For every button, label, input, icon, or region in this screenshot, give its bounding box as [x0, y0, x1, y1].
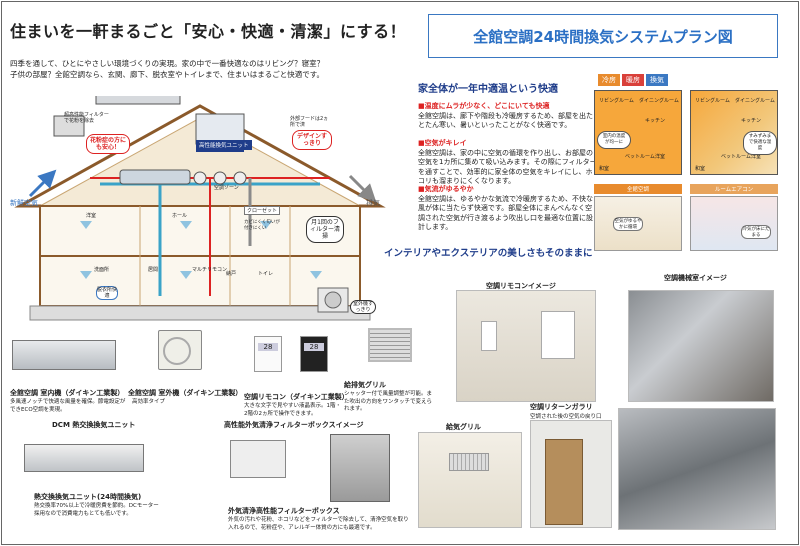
room-label: 洋室: [751, 154, 762, 160]
room-toilet: トイレ: [258, 271, 274, 277]
indoor-unit-name: 全館空調 室内機（ダイキン工業製）: [10, 389, 125, 397]
remote-black: 28: [300, 336, 328, 372]
outdoor-unit-image: [158, 330, 202, 370]
pollen-badge: 花粉症の方にも安心！: [86, 134, 130, 154]
room-storage: 納戸: [226, 271, 237, 277]
dcm-name: 熱交換換気ユニット(24時間換気): [34, 493, 142, 501]
comfort-heading: 家全体が一年中適温という快適: [418, 84, 558, 95]
grille-name: 給排気グリル: [344, 381, 386, 389]
outdoor-unit-desc: 高効率タイプ: [132, 399, 166, 405]
laundry-badge: 脱衣所快適: [96, 286, 118, 300]
intro-text: 四季を通して、ひとにやさしい環境づくりの実現。家の中で一番快適なのはリビング？寝…: [10, 58, 400, 80]
room-label: リビングルーム: [599, 98, 634, 104]
floorplan-central-ac: リビングルーム ダイニングルーム キッチン ベットルーム 洋室 和室 室内の温度…: [594, 90, 682, 175]
closet-label: クローゼット: [244, 206, 281, 215]
uniform-temp-badge: 室内の温度が均一に: [597, 131, 631, 149]
indoor-unit-image: [12, 340, 116, 370]
room3d-note: 空気がゆるやかに循環: [613, 217, 643, 231]
grille-image: [368, 328, 412, 362]
outdoor-unit-name: 全館空調 室外機（ダイキン工業製）: [128, 389, 243, 397]
point-gentle-airflow: ■気流がゆるやか 全館空調は、ゆるやかな気流で冷暖房するため、不快な風が体に当た…: [418, 185, 598, 233]
machine-room-caption: 空調機械室イメージ: [664, 274, 727, 282]
intro-line-1: 四季を通して、ひとにやさしい環境づくりの実現。家の中で一番快適なのはリビング？寝…: [10, 59, 325, 68]
filterbox-image-1: [230, 440, 286, 478]
room-label: 洋室: [655, 154, 666, 160]
indoor-unit-desc: 多風速ノッチで快適な風量を確保。節電設定ができECO空調を実現。: [10, 399, 126, 413]
intro-line-2: 子供の部屋？全館空調なら、玄関、廊下、脱衣室やトイレまで、住まいはまるごと快適で…: [10, 70, 324, 79]
machine-room-photo: [628, 290, 774, 402]
filterbox-name: 外気清浄高性能フィルターボックス: [228, 507, 340, 515]
filterbox-image-2: [330, 434, 390, 502]
house-diagram: [14, 96, 386, 321]
interior-heading: インテリアやエクステリアの美しさもそのままに: [384, 248, 593, 259]
remote-display: 28: [258, 343, 278, 351]
monthly-filter-badge: 月1回のフィルター清掃: [306, 216, 344, 243]
room-washroom: 洗面所: [94, 267, 110, 273]
fresh-air-label: 新鮮空気: [10, 199, 38, 207]
zone-label: 空調ゾーン: [214, 185, 239, 191]
label-room-ac: ルームエアコン: [690, 184, 778, 194]
outdoor-note: 室外機すっきり: [350, 300, 376, 314]
supply-grille-photo: [418, 432, 522, 528]
filter-note: 超高性能フィルターで花粉を除去: [64, 112, 109, 124]
dcm-unit-image: [24, 444, 144, 472]
plan-title-box: 全館空調24時間換気システムプラン図: [428, 14, 778, 58]
remote-label: マルチリモコン: [192, 267, 228, 273]
remote-desc: 大きな文字で見やすい液晶表示。1階・2階の2ヵ所で操作できます。: [244, 403, 342, 417]
dcm-desc: 熱交換率70%以上で冷暖房費を節約。DCモーター採用なので消費電力もとても低いで…: [34, 503, 159, 517]
dcm-heading: DCM 熱交換換気ユニット: [52, 421, 136, 429]
point-body: 全館空調は、ゆるやかな気流で冷暖房するため、不快な風が体に当たらず快適です。部屋…: [418, 194, 593, 232]
point-temperature: ■温度にムラが少なく、どこにいても快適 全館空調は、廊下や階段も冷暖房するため、…: [418, 102, 598, 131]
return-gallery-desc: 空調された後の空気の戻り口: [530, 414, 602, 420]
floorplan-room-ac: リビングルーム ダイニングルーム キッチン ベットルーム 洋室 和室 すみずみま…: [690, 90, 778, 175]
room-label: ダイニングルーム: [639, 98, 679, 104]
plan-title: 全館空調24時間換気システムプラン図: [473, 27, 733, 46]
remote-name: 空調リモコン（ダイキン工業製）: [244, 393, 349, 401]
room-label: ダイニングルーム: [735, 98, 775, 104]
duct-photo: [618, 408, 776, 530]
room-label: ベットルーム: [721, 154, 751, 160]
comfort-badge: すみずみまで快適な温度: [743, 131, 777, 155]
point-title: ■空気がキレイ: [418, 139, 467, 147]
room-label: キッチン: [741, 118, 762, 124]
room-label: ベットルーム: [625, 154, 655, 160]
exhaust-label: 排気: [366, 199, 380, 207]
remote-image-caption: 空調リモコンイメージ: [486, 282, 556, 290]
point-body: 全館空調は、家の中に空気の循環を作り出し、お部屋の空気を1カ所に集めて吸い込みま…: [418, 148, 597, 186]
point-clean-air: ■空気がキレイ 全館空調は、家の中に空気の循環を作り出し、お部屋の空気を1カ所に…: [418, 139, 598, 187]
legend: 冷房 暖房 換気: [598, 74, 668, 86]
hood-note: 外部フードは2ヵ所で済: [290, 116, 329, 128]
remote-display: 28: [304, 343, 324, 351]
page-title: 住まいを一軒まるごと「安心・快適・清潔」にする！: [10, 22, 407, 41]
room-label: キッチン: [645, 118, 666, 124]
filterbox-heading: 高性能外気清浄フィルターボックスイメージ: [224, 421, 364, 429]
grille-desc: シャッター付で風量調整が可能。また吹出の方向をワンタッチで変えられます。: [344, 391, 433, 412]
room-label: 和室: [695, 166, 706, 172]
remote-photo: [456, 290, 596, 402]
return-gallery-photo: [530, 420, 612, 528]
room-label: リビングルーム: [695, 98, 730, 104]
closet-note: カビにくく匂いが付きにくい: [244, 220, 280, 231]
room-western: 洋室: [86, 213, 97, 219]
room-hall: ホール: [172, 213, 188, 219]
legend-cooling: 冷房: [598, 74, 620, 86]
return-gallery-caption: 空調リターンガラリ: [530, 403, 593, 411]
point-title: ■温度にムラが少なく、どこにいても快適: [418, 102, 550, 110]
room-3d-central: 空気がゆるやかに循環: [594, 196, 682, 251]
legend-heating: 暖房: [622, 74, 644, 86]
room3d-note: 冷気が床にたまる: [741, 225, 771, 239]
point-title: ■気流がゆるやか: [418, 185, 474, 193]
label-central-ac: 全館空調: [594, 184, 682, 194]
legend-ventilation: 換気: [646, 74, 668, 86]
point-body: 全館空調は、廊下や階段も冷暖房するため、部屋を出たとたん寒い、暑いといったことが…: [418, 111, 593, 130]
vent-unit-label: 高性能換気ユニット: [196, 140, 252, 150]
filterbox-desc: 外気の汚れや花粉、ホコリなどをフィルターで除去して、清浄空気を取り入れるので、花…: [228, 517, 409, 531]
remote-white: 28: [254, 336, 282, 372]
room-label: 和室: [599, 166, 610, 172]
supply-grille-caption: 給気グリル: [446, 423, 481, 431]
room-3d-room-ac: 冷気が床にたまる: [690, 196, 778, 251]
design-badge: デザインすっきり: [292, 130, 332, 150]
room-living: 居間: [148, 267, 159, 273]
